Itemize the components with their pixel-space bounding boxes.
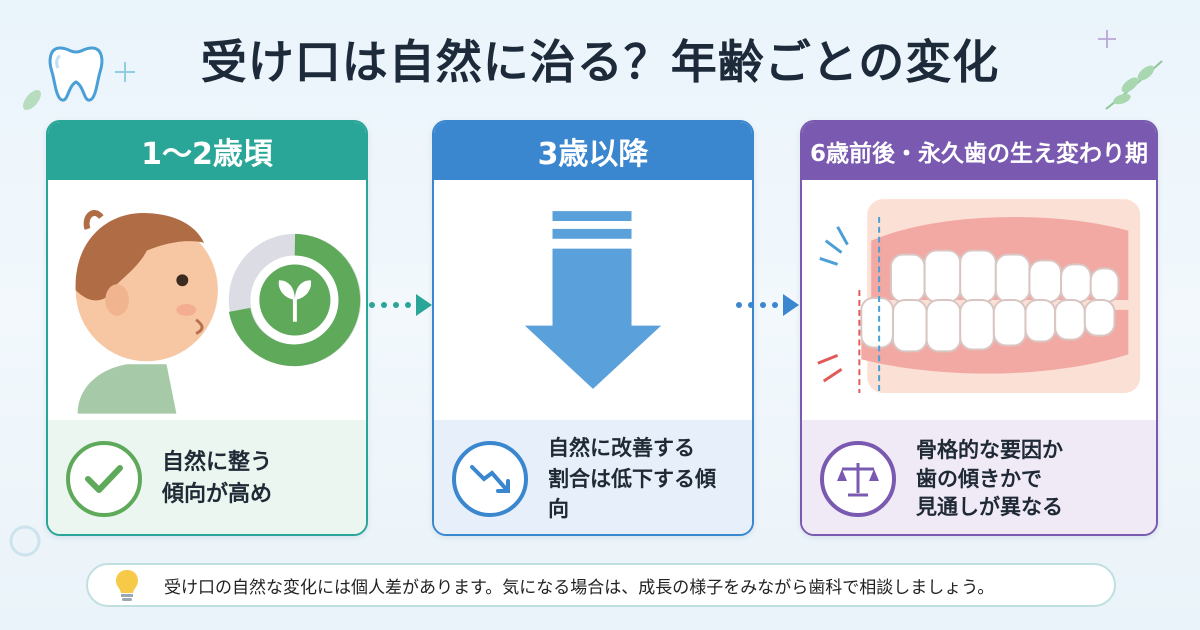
- stage-card-3-years: 3歳以降 自然に改善する 割合は低下する傾向: [432, 120, 754, 536]
- leaf-icon: [23, 90, 41, 110]
- baby-profile-illustration: [75, 210, 362, 414]
- stage-summary: 自然に整う 傾向が高め: [48, 420, 366, 534]
- trend-down-icon: [452, 441, 528, 517]
- summary-line: 歯の傾きかで: [916, 466, 1042, 491]
- stage-heading: 3歳以降: [434, 122, 752, 180]
- stage-card-1-2-years: 1〜2歳頃 自然に整う 傾向が高め: [46, 120, 368, 536]
- arrow-connector-icon: [369, 294, 432, 316]
- summary-line: 割合は低下する傾向: [548, 466, 716, 522]
- sparkle-icon: [1098, 30, 1116, 48]
- summary-line: 見通しが異なる: [916, 495, 1063, 520]
- stage-summary: 骨格的な要因か 歯の傾きかで 見通しが異なる: [802, 420, 1156, 534]
- leaf-icon: [1105, 60, 1163, 110]
- stage-card-6-years: 6歳前後・永久歯の生え変わり期: [800, 120, 1158, 536]
- sparkle-icon: [115, 62, 135, 82]
- stage-heading: 6歳前後・永久歯の生え変わり期: [802, 122, 1156, 180]
- summary-line: 自然に整う: [162, 450, 273, 476]
- arrow-connector-icon: [736, 294, 799, 316]
- circle-decoration: [9, 525, 41, 557]
- down-arrow-icon: [524, 211, 662, 389]
- summary-line: 自然に改善する: [548, 436, 695, 461]
- note-text: 受け口の自然な変化には個人差があります。気になる場合は、成長の様子をみながら歯科…: [164, 577, 995, 598]
- growth-donut-icon: [228, 233, 362, 367]
- scale-icon: [820, 441, 896, 517]
- tooth-icon: [48, 46, 104, 102]
- stage-heading: 1〜2歳頃: [48, 122, 366, 180]
- check-icon: [66, 441, 142, 517]
- summary-line: 傾向が高め: [162, 482, 273, 507]
- advice-note: 受け口の自然な変化には個人差があります。気になる場合は、成長の様子をみながら歯科…: [86, 563, 1116, 607]
- stage-summary: 自然に改善する 割合は低下する傾向: [434, 420, 752, 534]
- summary-line: 骨格的な要因か: [916, 437, 1063, 462]
- underbite-teeth-illustration: [817, 199, 1141, 393]
- lightbulb-icon: [116, 570, 138, 601]
- page-title: 受け口は自然に治る？年齢ごとの変化: [200, 35, 1000, 89]
